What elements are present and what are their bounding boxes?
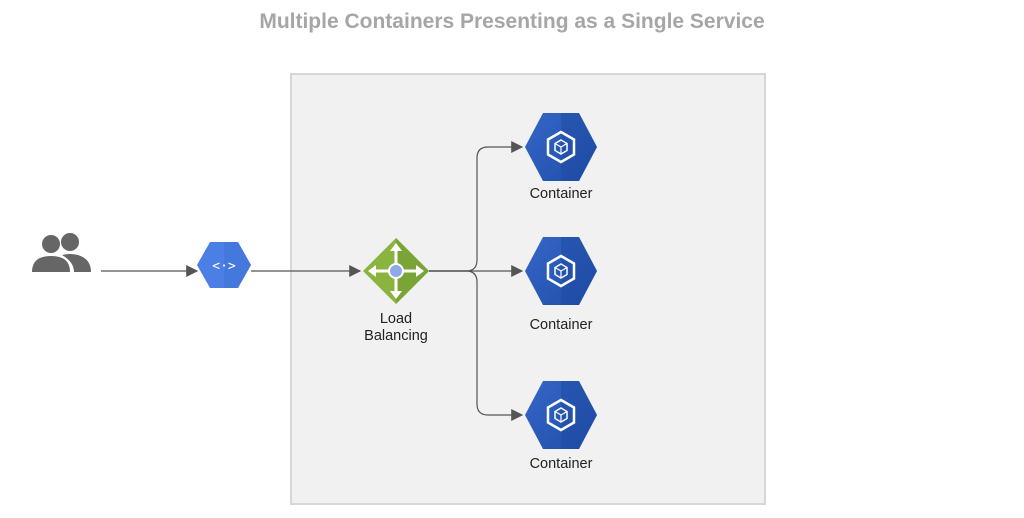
container-cube-icon — [525, 381, 597, 449]
load-balancer-label-line2: Balancing — [364, 328, 428, 344]
container-label: Container — [529, 186, 593, 202]
load-balancer-icon — [363, 238, 429, 304]
service-boundary-frame — [290, 73, 766, 505]
diagram-title: Multiple Containers Presenting as a Sing… — [259, 10, 765, 33]
users-icon — [32, 233, 91, 272]
container-label: Container — [529, 317, 593, 333]
container-cube-icon — [525, 113, 597, 181]
api-code-icon: <·> — [197, 242, 251, 288]
svg-text:<·>: <·> — [212, 259, 236, 274]
load-balancer-label-line1: Load — [379, 311, 413, 327]
arrow-lb-to-container-top — [429, 141, 524, 272]
container-label: Container — [529, 456, 593, 472]
load-balancer-label: Load Balancing — [346, 311, 446, 345]
arrow-lb-to-container-bottom — [429, 270, 524, 421]
container-cube-icon — [525, 237, 597, 305]
